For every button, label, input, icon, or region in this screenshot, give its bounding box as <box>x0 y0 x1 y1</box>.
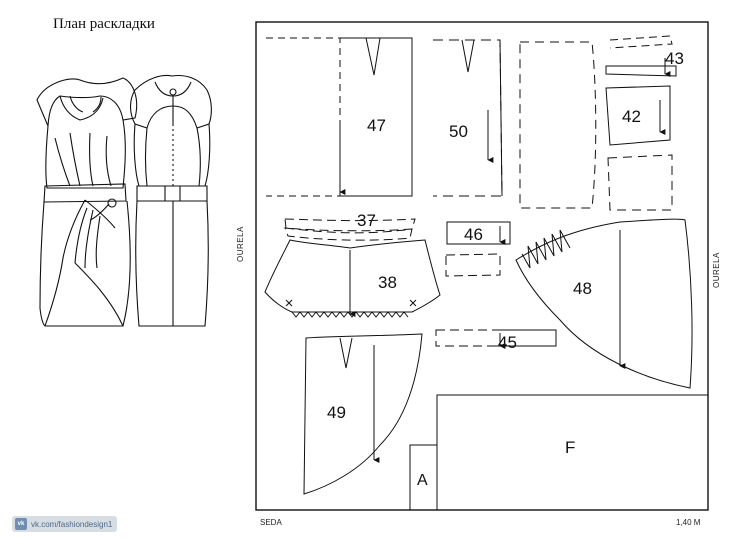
pattern-piece-38 <box>264 239 441 318</box>
piece-label-38: 38 <box>378 273 397 292</box>
piece-label-47: 47 <box>367 116 386 135</box>
fabric-width-label: 1,40 M <box>676 518 701 527</box>
pattern-piece-49 <box>303 333 423 495</box>
piece-label-46: 46 <box>464 225 483 244</box>
fabric-name-label: SEDA <box>260 518 282 527</box>
watermark-badge: vk vk.com/fashiondesign1 <box>12 516 118 532</box>
dress-sketch <box>36 74 212 327</box>
pattern-piece-45 <box>435 329 557 349</box>
selvedge-label-left: OURELA <box>236 226 245 262</box>
pattern-piece-A <box>409 444 438 511</box>
pattern-piece-47 <box>266 37 413 197</box>
piece-label-A: A <box>417 472 428 489</box>
dress-back-view <box>129 74 212 327</box>
piece-label-43: 43 <box>665 49 684 68</box>
pattern-piece-50 <box>433 39 503 197</box>
pattern-piece-46 <box>445 221 511 277</box>
vk-logo-icon: vk <box>15 518 27 530</box>
piece-label-50: 50 <box>449 122 468 141</box>
layout-plan-title: План раскладки <box>53 16 155 32</box>
pattern-piece-43 <box>605 35 677 77</box>
fabric-border <box>255 21 709 511</box>
piece-label-42: 42 <box>622 107 641 126</box>
dress-front-view <box>36 77 138 327</box>
pattern-piece-48 <box>515 218 693 389</box>
piece-label-37: 37 <box>357 211 376 230</box>
pattern-piece-dashed-large <box>519 41 597 209</box>
watermark-text: vk.com/fashiondesign1 <box>31 519 113 529</box>
piece-label-45: 45 <box>498 333 517 352</box>
pattern-piece-37 <box>284 218 416 241</box>
selvedge-label-right: OURELA <box>712 252 721 288</box>
piece-label-48: 48 <box>573 279 592 298</box>
piece-label-F: F <box>565 438 575 457</box>
pattern-piece-42 <box>605 85 671 146</box>
pattern-piece-F <box>436 394 709 511</box>
piece-label-49: 49 <box>327 403 346 422</box>
pattern-piece-dashed-small <box>607 154 673 211</box>
